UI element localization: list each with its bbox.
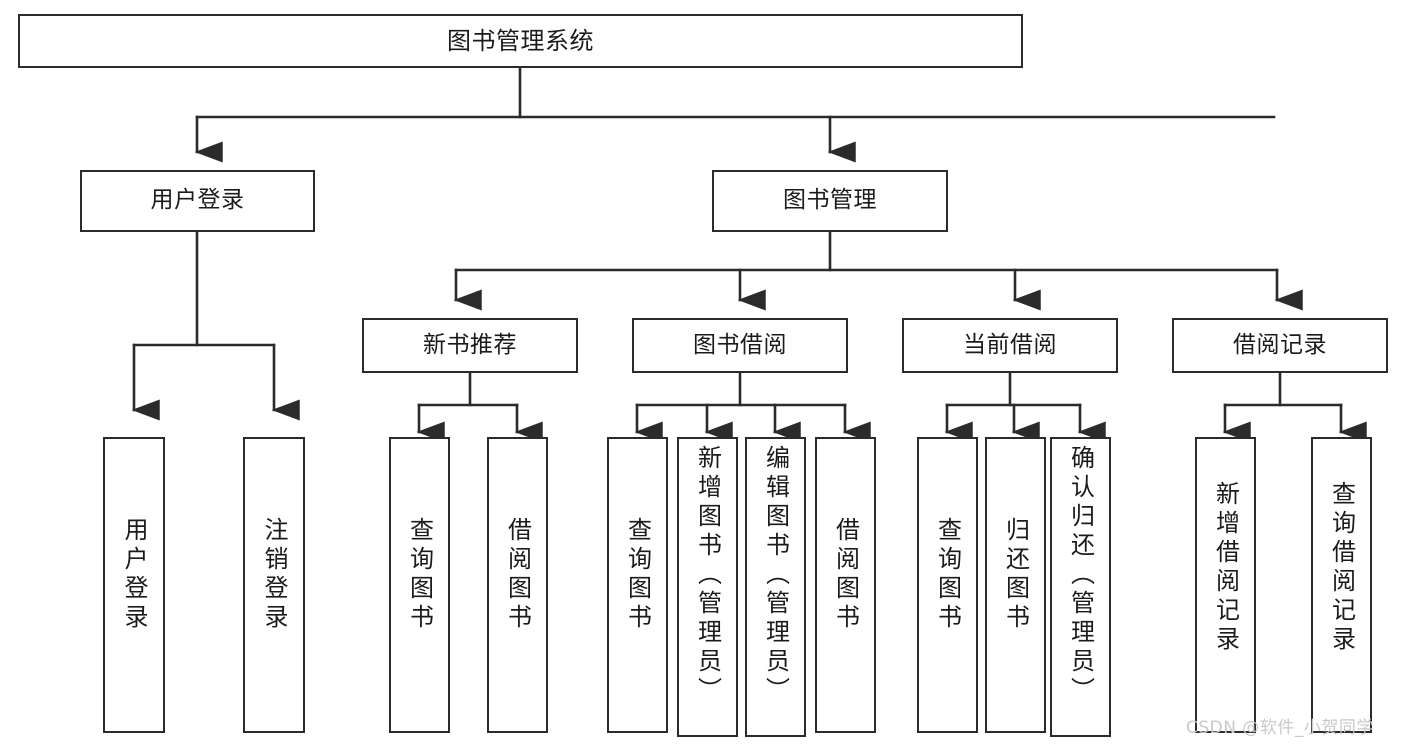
node-label: 查询图书 bbox=[623, 517, 652, 633]
node-label: 图书借阅 bbox=[693, 331, 787, 358]
leaf-edit-book-admin[interactable]: 编辑图书（管理员） bbox=[745, 437, 806, 737]
node-current-borrow[interactable]: 当前借阅 bbox=[902, 318, 1118, 373]
leaf-query-borrow-record[interactable]: 查询借阅记录 bbox=[1311, 437, 1372, 733]
node-label: 新增借阅记录 bbox=[1211, 481, 1240, 655]
leaf-add-book-admin[interactable]: 新增图书（管理员） bbox=[677, 437, 738, 737]
node-label: 归还图书 bbox=[1001, 517, 1030, 633]
node-label: 查询借阅记录 bbox=[1327, 481, 1356, 655]
leaf-borrow-book-new[interactable]: 借阅图书 bbox=[487, 437, 548, 733]
node-root-system[interactable]: 图书管理系统 bbox=[18, 14, 1023, 68]
node-label: 查询图书 bbox=[405, 517, 434, 633]
leaf-query-book-new[interactable]: 查询图书 bbox=[389, 437, 450, 733]
node-borrow-records[interactable]: 借阅记录 bbox=[1172, 318, 1388, 373]
leaf-add-borrow-record[interactable]: 新增借阅记录 bbox=[1195, 437, 1256, 733]
leaf-borrow-book[interactable]: 借阅图书 bbox=[815, 437, 876, 733]
node-book-management[interactable]: 图书管理 bbox=[712, 170, 948, 232]
node-label: 借阅记录 bbox=[1233, 331, 1327, 358]
node-label: 当前借阅 bbox=[963, 331, 1057, 358]
node-label: 注销登录 bbox=[260, 517, 288, 633]
node-new-book-recommend[interactable]: 新书推荐 bbox=[362, 318, 578, 373]
leaf-logout[interactable]: 注销登录 bbox=[243, 437, 305, 733]
leaf-confirm-return-admin[interactable]: 确认归还（管理员） bbox=[1050, 437, 1111, 737]
node-label: 用户登录 bbox=[120, 517, 148, 633]
node-label: 图书管理 bbox=[783, 187, 877, 214]
leaf-return-book[interactable]: 归还图书 bbox=[985, 437, 1046, 733]
node-label: 图书管理系统 bbox=[447, 26, 594, 55]
node-label: 查询图书 bbox=[933, 517, 962, 633]
csdn-watermark: CSDN @软件_小贺同学 bbox=[1186, 718, 1374, 738]
leaf-query-book-current[interactable]: 查询图书 bbox=[917, 437, 978, 733]
leaf-query-book-borrow[interactable]: 查询图书 bbox=[607, 437, 668, 733]
node-label: 借阅图书 bbox=[831, 517, 860, 633]
node-label: 编辑图书（管理员） bbox=[761, 445, 790, 706]
node-label: 确认归还（管理员） bbox=[1066, 445, 1095, 706]
node-label: 新书推荐 bbox=[423, 331, 517, 358]
node-user-login[interactable]: 用户登录 bbox=[80, 170, 315, 232]
node-label: 新增图书（管理员） bbox=[693, 445, 722, 706]
node-book-borrow[interactable]: 图书借阅 bbox=[632, 318, 848, 373]
leaf-user-login[interactable]: 用户登录 bbox=[103, 437, 165, 733]
node-label: 借阅图书 bbox=[503, 517, 532, 633]
node-label: 用户登录 bbox=[150, 187, 245, 214]
